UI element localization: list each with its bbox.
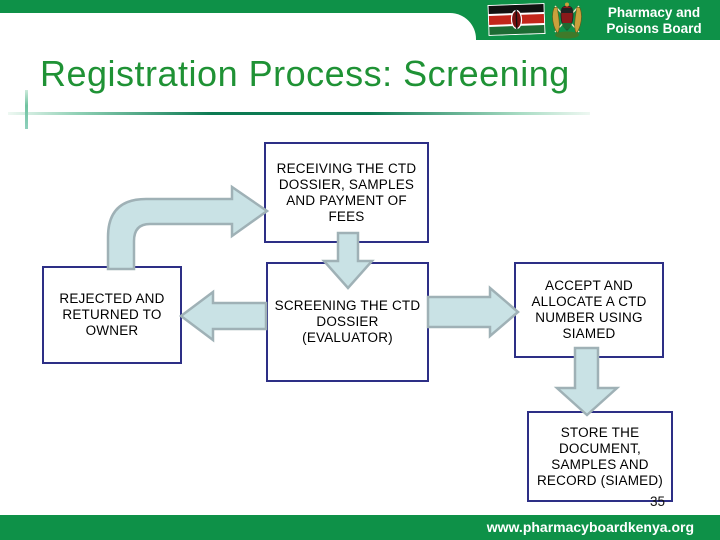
node-receiving: RECEIVING THE CTD DOSSIER, SAMPLES AND P… bbox=[264, 142, 429, 243]
kenya-coat-of-arms-icon bbox=[552, 2, 582, 39]
footer-bar: www.pharmacyboardkenya.org bbox=[0, 515, 720, 540]
org-name: Pharmacy and Poisons Board bbox=[606, 5, 702, 36]
node-accept: ACCEPT AND ALLOCATE A CTD NUMBER USING S… bbox=[514, 262, 664, 358]
node-rejected: REJECTED AND RETURNED TO OWNER bbox=[42, 266, 182, 364]
node-screening: SCREENING THE CTD DOSSIER (EVALUATOR) bbox=[266, 262, 429, 382]
kenya-flag-icon bbox=[487, 3, 546, 36]
arrow-screening-to-accept bbox=[426, 285, 520, 339]
title-accent-line bbox=[25, 90, 28, 129]
title-underline bbox=[8, 112, 590, 115]
footer-url: www.pharmacyboardkenya.org bbox=[486, 519, 694, 535]
page-number: 35 bbox=[650, 494, 666, 509]
node-accept-label: ACCEPT AND ALLOCATE A CTD NUMBER USING S… bbox=[531, 278, 647, 341]
node-receiving-label: RECEIVING THE CTD DOSSIER, SAMPLES AND P… bbox=[276, 160, 417, 224]
arrow-rejected-to-receiving bbox=[106, 184, 270, 271]
node-screening-label: SCREENING THE CTD DOSSIER (EVALUATOR) bbox=[274, 298, 421, 345]
arrow-screening-to-rejected bbox=[178, 289, 268, 343]
node-store: STORE THE DOCUMENT, SAMPLES AND RECORD (… bbox=[527, 411, 673, 502]
node-store-label: STORE THE DOCUMENT, SAMPLES AND RECORD (… bbox=[536, 424, 663, 488]
node-rejected-label: REJECTED AND RETURNED TO OWNER bbox=[59, 291, 165, 338]
slide-title: Registration Process: Screening bbox=[40, 53, 570, 94]
arrow-accept-to-store bbox=[553, 346, 621, 417]
